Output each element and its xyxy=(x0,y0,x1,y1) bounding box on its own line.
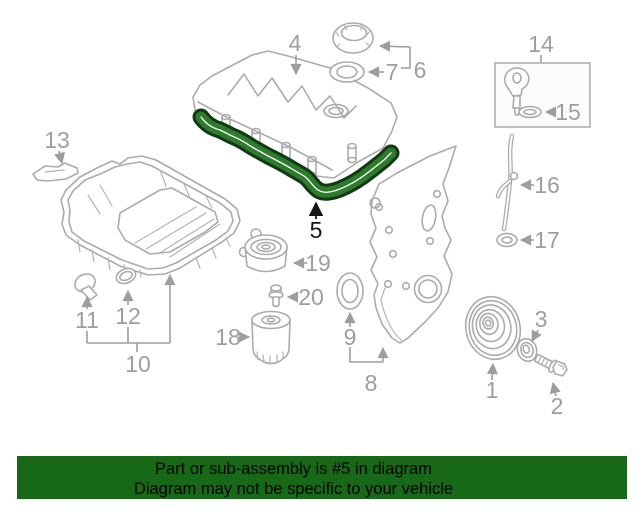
pulley-seal-3-drawing xyxy=(516,337,538,363)
callout-6: 6 xyxy=(414,57,427,83)
callout-11: 11 xyxy=(75,307,99,333)
dipstick-oring-17-drawing xyxy=(496,232,518,248)
callout-3: 3 xyxy=(535,306,548,332)
drain-plug-gasket-drawing xyxy=(115,267,137,285)
callout-13: 13 xyxy=(44,127,70,153)
callout-20: 20 xyxy=(298,284,324,310)
callout-4: 4 xyxy=(289,30,302,56)
inset-box-14 xyxy=(494,62,591,128)
banner-line-2: Diagram may not be specific to your vehi… xyxy=(133,480,454,498)
pulley-bolt-2-drawing xyxy=(534,353,568,377)
timing-cover-drawing xyxy=(369,145,457,344)
callout-2: 2 xyxy=(551,393,564,419)
callout-15: 15 xyxy=(555,99,581,125)
drain-plug-drawing xyxy=(74,273,98,301)
valve-cover-drawing xyxy=(192,50,398,179)
oil-filter-drawing xyxy=(251,310,291,365)
callout-14: 14 xyxy=(528,31,554,57)
valve-cover-gasket-highlighted xyxy=(192,108,400,201)
oil-filler-cap-drawing xyxy=(332,22,374,54)
callout-16: 16 xyxy=(534,172,560,198)
sensor-14-drawing xyxy=(504,67,530,116)
callout-17: 17 xyxy=(534,227,560,253)
callout-1: 1 xyxy=(486,377,499,403)
sensor-oring-15-drawing xyxy=(518,105,542,119)
callout-8: 8 xyxy=(365,370,378,396)
cooler-bolt-20-drawing xyxy=(268,284,284,308)
dipstick-tube-drawing xyxy=(495,133,519,232)
info-banner: Part or sub-assembly is #5 in diagram Di… xyxy=(17,456,627,499)
callout-18: 18 xyxy=(215,324,241,350)
callout-numbers: 4 6 7 5 13 11 12 10 14 15 16 17 19 20 18… xyxy=(44,30,581,419)
callout-9: 9 xyxy=(344,324,357,350)
oil-pan-drawing xyxy=(60,155,241,278)
callout-12: 12 xyxy=(115,303,141,329)
oil-filler-cap-gasket-drawing xyxy=(329,61,365,83)
baffle-plate-13-drawing xyxy=(32,162,79,182)
oil-cooler-drawing xyxy=(238,228,288,273)
callout-10: 10 xyxy=(125,351,151,377)
callout-19: 19 xyxy=(305,250,331,276)
callout-7: 7 xyxy=(386,59,399,85)
callout-5-highlighted: 5 xyxy=(310,217,323,243)
leader-lines xyxy=(54,40,561,397)
banner-line-1: Part or sub-assembly is #5 in diagram xyxy=(155,460,432,478)
crank-seal-9-drawing xyxy=(336,272,364,310)
crank-pulley-drawing xyxy=(464,295,522,361)
